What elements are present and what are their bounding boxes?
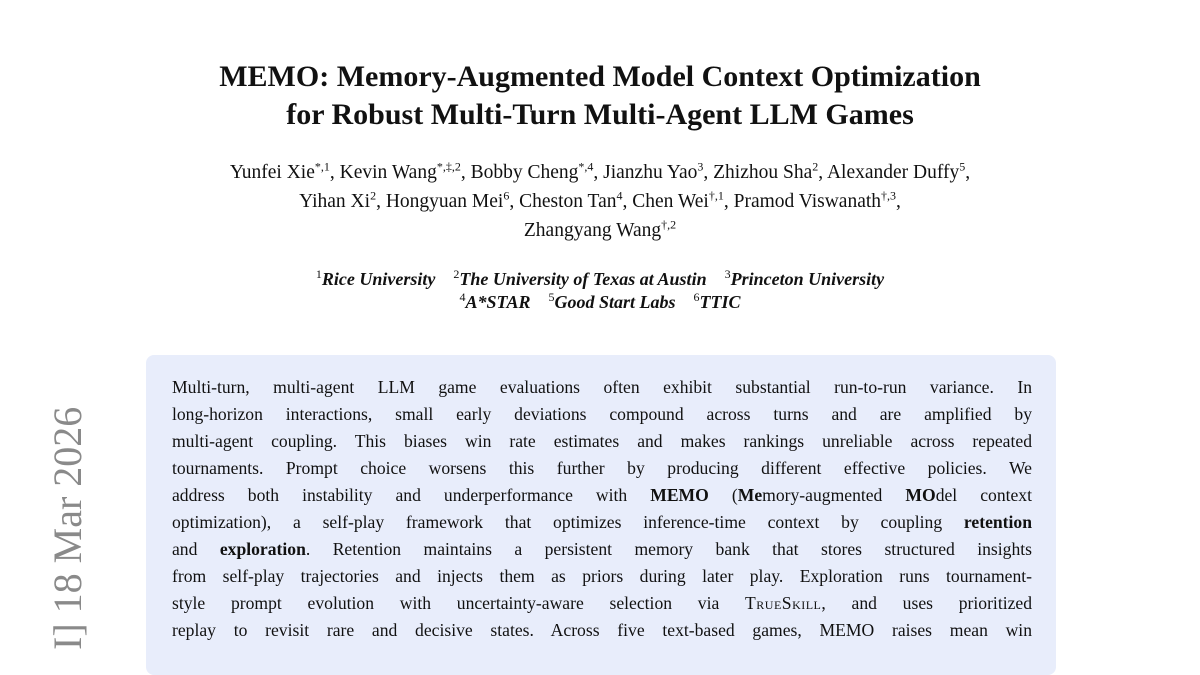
- author-line: Yunfei Xie*,1, Kevin Wang*,‡,2, Bobby Ch…: [229, 159, 971, 184]
- text-run: (: [708, 485, 738, 505]
- author-superscript: †,1: [708, 188, 724, 203]
- affiliation-name: The University of Texas at Austin: [459, 269, 707, 289]
- bold-term: exploration: [219, 539, 306, 559]
- affiliation-number: 3: [724, 267, 731, 281]
- bold-term: Me: [737, 485, 763, 505]
- author-name: Bobby Cheng: [470, 162, 579, 183]
- affiliation-name: Rice University: [321, 269, 436, 289]
- abstract-line: from self-play trajectories and injects …: [172, 563, 1032, 590]
- text-run: , and uses prioritized: [821, 593, 1033, 613]
- author-list: Yunfei Xie*,1, Kevin Wang*,‡,2, Bobby Ch…: [0, 158, 1200, 245]
- author-superscript: *,4: [578, 159, 594, 174]
- author-superscript: 5: [959, 159, 966, 174]
- paper-title: MEMO: Memory-Augmented Model Context Opt…: [0, 58, 1200, 134]
- author-name: Zhizhou Sha: [713, 162, 813, 183]
- affiliation: 3Princeton University: [724, 267, 885, 289]
- abstract-line: and exploration. Retention maintains a p…: [172, 536, 1032, 563]
- affiliation-line: 1Rice University 2The University of Texas…: [0, 268, 1200, 291]
- author-superscript: †,3: [881, 188, 897, 203]
- author: Pramod Viswanath†,3: [733, 188, 897, 213]
- affiliation: 5Good Start Labs: [548, 290, 676, 312]
- text-run: . Retention maintains a persistent memor…: [305, 539, 1032, 559]
- bold-term: MEMO: [650, 485, 709, 505]
- abstract-line: Multi-turn, multi-agent LLM game evaluat…: [172, 374, 1032, 401]
- abstract-line: replay to revisit rare and decisive stat…: [172, 617, 1032, 644]
- author: Zhangyang Wang†,2: [523, 217, 677, 242]
- text-run: style prompt evolution with uncertainty-…: [172, 593, 746, 613]
- text-run: long-horizon interactions, small early d…: [172, 404, 1032, 424]
- affiliation-name: TTIC: [699, 292, 741, 312]
- abstract-line: tournaments. Prompt choice worsens this …: [172, 455, 1032, 482]
- author-name: Yunfei Xie: [229, 162, 315, 183]
- affiliation-name: Princeton University: [730, 269, 885, 289]
- author-line: Yihan Xi2, Hongyuan Mei6, Cheston Tan4, …: [299, 188, 901, 213]
- smallcaps-term: TrueSkill: [745, 593, 822, 613]
- abstract-line: style prompt evolution with uncertainty-…: [172, 590, 1032, 617]
- text-run: optimization), a self-play framework tha…: [172, 512, 964, 532]
- text-run: and: [172, 539, 220, 559]
- text-run: mory-augmented: [762, 485, 906, 505]
- text-run: from self-play trajectories and injects …: [172, 566, 1032, 586]
- author: Zhizhou Sha2: [713, 159, 819, 184]
- author: Bobby Cheng*,4: [470, 159, 594, 184]
- author-superscript: 4: [616, 188, 623, 203]
- text-run: multi-agent coupling. This biases win ra…: [172, 431, 1032, 451]
- author-superscript: †,2: [661, 217, 677, 232]
- author-superscript: 2: [370, 188, 377, 203]
- title-line: for Robust Multi-Turn Multi-Agent LLM Ga…: [286, 98, 914, 131]
- author-name: Yihan Xi: [299, 191, 371, 212]
- abstract-line: address both instability and underperfor…: [172, 482, 1032, 509]
- author: Yihan Xi2: [299, 188, 377, 213]
- bold-term: MO: [905, 485, 936, 505]
- author: Hongyuan Mei6: [385, 188, 510, 213]
- text-run: Multi-turn, multi-agent LLM game evaluat…: [172, 377, 1032, 397]
- affiliation: 4A*STAR: [459, 290, 531, 312]
- affiliation: 1Rice University: [315, 267, 436, 289]
- text-run: tournaments. Prompt choice worsens this …: [172, 458, 1032, 478]
- author: Jianzhu Yao3: [603, 159, 704, 184]
- affiliation: 2The University of Texas at Austin: [453, 267, 707, 289]
- affiliation-number: 6: [693, 290, 700, 304]
- author-name: Hongyuan Mei: [385, 191, 504, 212]
- author: Chen Wei†,1: [632, 188, 724, 213]
- abstract-box: [146, 355, 1056, 675]
- author-name: Chen Wei: [632, 191, 709, 212]
- affiliation-name: A*STAR: [465, 292, 531, 312]
- abstract-line: long-horizon interactions, small early d…: [172, 401, 1032, 428]
- affiliation-line: 4A*STAR 5Good Start Labs 6TTIC: [0, 291, 1200, 314]
- text-run: del context: [935, 485, 1032, 505]
- author-name: Pramod Viswanath: [733, 191, 882, 212]
- affiliation-number: 5: [548, 290, 555, 304]
- text-run: address both instability and underperfor…: [172, 485, 651, 505]
- bold-term: retention: [963, 512, 1032, 532]
- affiliation-number: 1: [315, 267, 322, 281]
- text-run: replay to revisit rare and decisive stat…: [172, 620, 1032, 640]
- author: Cheston Tan4: [519, 188, 623, 213]
- author-name: Alexander Duffy: [826, 162, 960, 183]
- author-name: Kevin Wang: [339, 162, 437, 183]
- author-superscript: 2: [812, 159, 819, 174]
- affiliation-list: 1Rice University 2The University of Texas…: [0, 268, 1200, 314]
- arxiv-stamp: I] 18 Mar 2026: [45, 406, 90, 650]
- abstract-text: Multi-turn, multi-agent LLM game evaluat…: [172, 374, 1032, 644]
- author-superscript: 3: [697, 159, 704, 174]
- author-name: Zhangyang Wang: [523, 220, 662, 241]
- author-name: Jianzhu Yao: [603, 162, 698, 183]
- author: Kevin Wang*,‡,2: [339, 159, 461, 184]
- author-name: Cheston Tan: [519, 191, 617, 212]
- title-line: MEMO: Memory-Augmented Model Context Opt…: [219, 60, 981, 93]
- affiliation-name: Good Start Labs: [554, 292, 676, 312]
- abstract-line: optimization), a self-play framework tha…: [172, 509, 1032, 536]
- author-superscript: 6: [503, 188, 510, 203]
- author-superscript: *,‡,2: [436, 159, 461, 174]
- affiliation-number: 2: [453, 267, 460, 281]
- author-superscript: *,1: [314, 159, 330, 174]
- author: Alexander Duffy5: [826, 159, 966, 184]
- author-line: Zhangyang Wang†,2: [0, 216, 1200, 245]
- affiliation: 6TTIC: [693, 290, 741, 312]
- author: Yunfei Xie*,1: [229, 159, 330, 184]
- abstract-line: multi-agent coupling. This biases win ra…: [172, 428, 1032, 455]
- affiliation-number: 4: [459, 290, 466, 304]
